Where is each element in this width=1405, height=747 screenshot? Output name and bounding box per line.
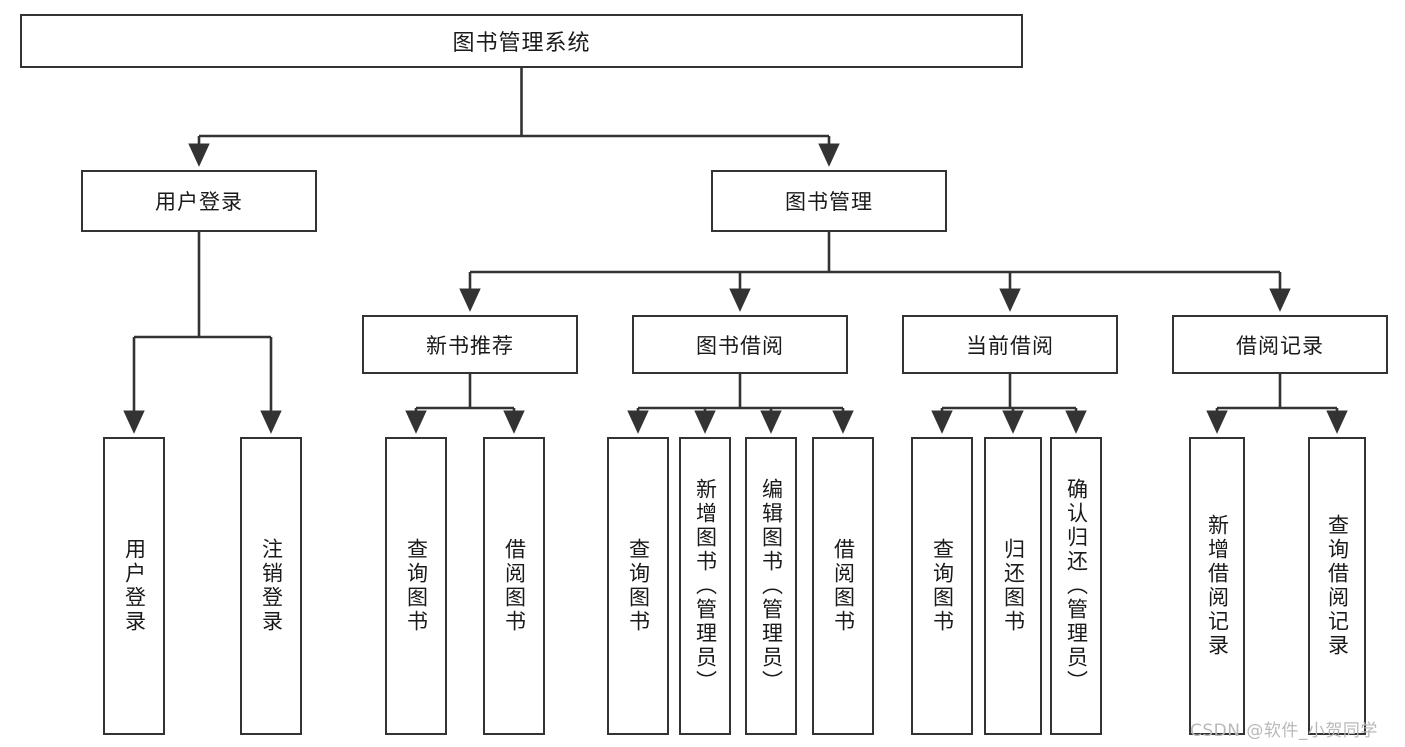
node-user-login[interactable]: 用户登录: [81, 170, 317, 232]
node-leaf-query-book-borrow[interactable]: 查询图书: [607, 437, 669, 735]
node-leaf-query-borrow-record[interactable]: 查询借阅记录: [1308, 437, 1366, 735]
node-leaf-borrow-book-newbook[interactable]: 借阅图书: [483, 437, 545, 735]
node-book-management[interactable]: 图书管理: [711, 170, 947, 232]
node-leaf-add-borrow-record[interactable]: 新增借阅记录: [1189, 437, 1245, 735]
node-leaf-add-book-admin[interactable]: 新增图书（管理员）: [679, 437, 731, 735]
node-root-book-management-system[interactable]: 图书管理系统: [20, 14, 1023, 68]
node-leaf-edit-book-admin[interactable]: 编辑图书（管理员）: [745, 437, 797, 735]
node-leaf-query-book-newbook[interactable]: 查询图书: [385, 437, 447, 735]
node-leaf-query-book-current[interactable]: 查询图书: [911, 437, 973, 735]
node-current-borrow[interactable]: 当前借阅: [902, 315, 1118, 374]
node-leaf-logout[interactable]: 注销登录: [240, 437, 302, 735]
node-new-book-recommend[interactable]: 新书推荐: [362, 315, 578, 374]
node-leaf-borrow-book[interactable]: 借阅图书: [812, 437, 874, 735]
node-leaf-user-login[interactable]: 用户登录: [103, 437, 165, 735]
node-leaf-return-book[interactable]: 归还图书: [984, 437, 1042, 735]
node-borrow-records[interactable]: 借阅记录: [1172, 315, 1388, 374]
node-book-borrow[interactable]: 图书借阅: [632, 315, 848, 374]
node-leaf-confirm-return-admin[interactable]: 确认归还（管理员）: [1050, 437, 1102, 735]
